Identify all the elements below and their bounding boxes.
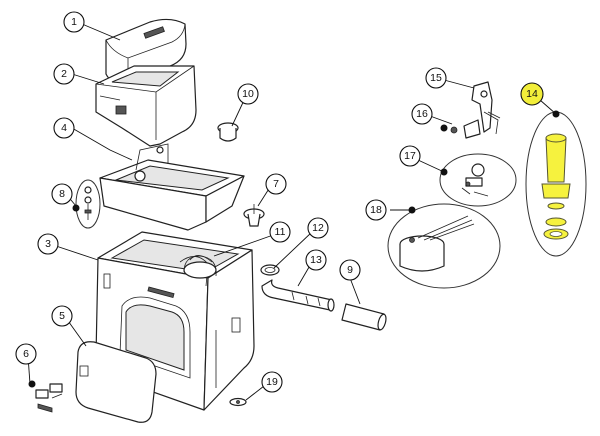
part-7-valve[interactable] (243, 204, 265, 227)
callout-label: 16 (416, 108, 428, 120)
callout-label: 6 (23, 348, 29, 360)
callout-19: 19 (261, 371, 283, 393)
callout-17: 17 (399, 145, 421, 167)
callout-15: 15 (425, 67, 447, 89)
part-18-sensor[interactable] (387, 203, 501, 289)
callout-2: 2 (53, 63, 75, 85)
callout-18: 18 (365, 199, 387, 221)
callout-3: 3 (37, 233, 59, 255)
callout-5: 5 (51, 305, 73, 327)
callout-label: 8 (59, 188, 65, 200)
callout-16: 16 (411, 103, 433, 125)
callout-8: 8 (51, 183, 73, 205)
part-5-panel[interactable] (75, 341, 157, 423)
part-10-cap[interactable] (217, 122, 239, 142)
part-17-solenoid[interactable] (439, 153, 517, 207)
callout-6: 6 (15, 343, 37, 365)
part-11-drain[interactable] (183, 255, 217, 279)
callout-13: 13 (305, 249, 327, 271)
callout-label: 12 (312, 222, 324, 234)
part-9-tube[interactable] (341, 303, 387, 331)
callout-label: 19 (266, 376, 278, 388)
part-14-faucet-spout[interactable] (525, 111, 587, 257)
callout-9: 9 (339, 259, 361, 281)
callout-7: 7 (265, 173, 287, 195)
callout-label: 15 (430, 72, 442, 84)
callout-label: 7 (273, 178, 279, 190)
callout-label: 18 (370, 204, 382, 216)
callout-label: 13 (310, 254, 322, 266)
callout-label: 5 (59, 310, 65, 322)
callout-label: 10 (242, 88, 254, 100)
part-13-pipe[interactable] (261, 279, 335, 312)
part-2-shroud[interactable] (95, 65, 197, 147)
callout-label: 17 (404, 150, 416, 162)
leader-dots (28, 110, 560, 388)
callout-label: 3 (45, 238, 51, 250)
part-4-basin[interactable] (99, 143, 245, 231)
callout-4: 4 (53, 117, 75, 139)
callout-12: 12 (307, 217, 329, 239)
callout-11: 11 (269, 221, 291, 243)
part-15-bracket[interactable] (471, 81, 501, 133)
part-19-foot[interactable] (229, 397, 247, 407)
callout-1: 1 (63, 11, 85, 33)
callout-label: 14 (526, 88, 538, 100)
callout-label: 11 (275, 226, 286, 238)
callout-label: 4 (61, 122, 67, 134)
callout-10: 10 (237, 83, 259, 105)
callout-label: 9 (347, 264, 353, 276)
part-8-screws[interactable] (75, 179, 101, 229)
callout-label: 1 (71, 16, 77, 28)
part-6-fasteners[interactable] (35, 383, 63, 413)
part-16-clip[interactable] (450, 111, 499, 139)
part-12-ring[interactable] (260, 264, 280, 276)
callout-label: 2 (61, 68, 67, 80)
callout-14-highlighted: 14 (520, 82, 544, 106)
